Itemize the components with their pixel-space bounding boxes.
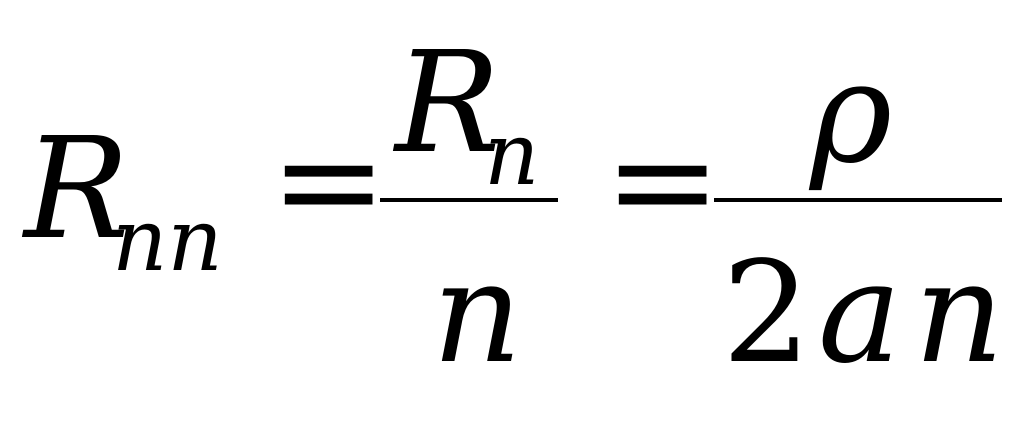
fraction2-denominator-n: n bbox=[914, 232, 1005, 395]
fraction1-denominator-n: n bbox=[432, 232, 523, 395]
fraction1-bar bbox=[380, 198, 558, 202]
fraction2-numerator-rho: ρ bbox=[810, 32, 893, 195]
lhs-symbol-R: R bbox=[24, 108, 130, 271]
fraction2-denominator-a: a bbox=[818, 232, 902, 395]
fraction1-numerator-R: R bbox=[395, 22, 501, 185]
fraction2-denominator-2: 2 bbox=[722, 232, 812, 395]
equals-sign-1: = bbox=[270, 100, 388, 263]
fraction1-numerator-subscript-n: n bbox=[484, 105, 540, 205]
equals-sign-2: = bbox=[604, 100, 722, 263]
lhs-subscript-nn: nn bbox=[112, 191, 223, 291]
fraction2-bar bbox=[714, 198, 1002, 202]
